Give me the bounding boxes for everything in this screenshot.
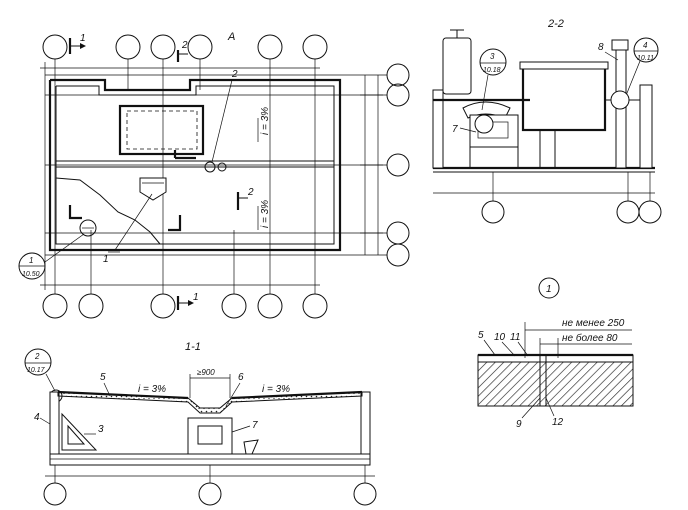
section22-ref4 [633, 37, 659, 63]
plan-detail-reference [18, 219, 97, 280]
detail1-label-10: 10 [494, 332, 506, 343]
plan-callout-1: 1 [103, 254, 109, 265]
detail1-dim-max: не более 80 [562, 332, 618, 344]
section11-label-6: 6 [238, 372, 244, 383]
section22-label-7: 7 [452, 124, 458, 135]
detail1-slab [477, 361, 634, 407]
plan-section-mark-2-right: 2 [247, 187, 254, 198]
plan-dimension-lines [40, 62, 383, 290]
section22-ref4-sheet: 10.11 [637, 55, 654, 62]
detail1-dim-min: не менее 250 [562, 318, 625, 329]
plan-detail-ref-sheet: 10.50 [22, 271, 40, 278]
detail1-label-9: 9 [516, 419, 522, 430]
plan-section-mark-2-top: 2 [181, 40, 188, 51]
plan-section-cut-1-bottom [176, 296, 194, 310]
detail-1: 1 не менее 250 не более 80 5 10 11 9 12 [477, 277, 634, 430]
plan-drain-markers [204, 161, 235, 173]
plan-corner-marks [68, 205, 182, 232]
detail1-title: 1 [546, 284, 552, 295]
section11-ref2-sheet: 10.17 [27, 367, 46, 374]
plan-section-mark-1-bottom: 1 [193, 292, 199, 303]
section11-label-7: 7 [252, 420, 258, 431]
section11-label-5: 5 [100, 372, 106, 383]
section22-title: 2-2 [547, 18, 564, 30]
plan-view: 1 10.50 1 2 A 1 1 2 [18, 31, 410, 319]
plan-bottom-axis-bubbles [42, 293, 328, 319]
section-2-2: 2-2 3 10.18 [432, 18, 662, 224]
plan-callout-2: 2 [231, 69, 238, 80]
detail1-label-5: 5 [478, 330, 484, 341]
detail1-label-12: 12 [552, 417, 564, 428]
plan-title: A [227, 31, 235, 43]
plan-tank [118, 104, 205, 160]
section11-title: 1-1 [185, 341, 201, 353]
plan-section-cut-2-top [176, 50, 188, 62]
plan-slope-2: i = 3% [260, 200, 271, 228]
section22-bowl [462, 101, 519, 148]
plan-section-mark-1-top: 1 [80, 33, 86, 44]
section11-ref2-num: 2 [34, 352, 40, 361]
section11-label-4: 4 [34, 412, 40, 423]
section11-label-3: 3 [98, 424, 104, 435]
plan-section-cut-1-top [68, 38, 86, 54]
section11-dimension: ≥900 [197, 368, 215, 377]
section22-ref3-sheet: 10.18 [483, 67, 501, 74]
plan-slope-1: i = 3% [260, 107, 271, 135]
section11-slope-left: i = 3% [138, 384, 166, 395]
section11-triangle [61, 412, 98, 451]
detail1-label-11: 11 [510, 332, 520, 343]
plan-break-line [55, 177, 161, 245]
section22-gas-cylinder [442, 29, 472, 95]
section11-ref2 [24, 348, 52, 376]
section22-tank [519, 61, 609, 132]
plan-building-outline [48, 78, 342, 252]
section22-ref4-num: 4 [643, 41, 648, 50]
plan-detail-ref-num: 1 [29, 256, 33, 265]
section-1-1: 1-1 2 10.17 ≥900 i = 3% i = 3% [24, 341, 377, 506]
section11-tank-box [187, 417, 233, 455]
plan-axis-lines [45, 59, 387, 294]
section22-ref3 [479, 48, 507, 76]
plan-funnel [139, 177, 167, 201]
section22-ref3-num: 3 [490, 52, 495, 61]
plan-section-cut-2-right [236, 192, 248, 210]
plan-right-axis-bubbles [386, 63, 410, 267]
section22-label-8: 8 [598, 42, 604, 53]
section11-slope-right: i = 3% [262, 384, 290, 395]
